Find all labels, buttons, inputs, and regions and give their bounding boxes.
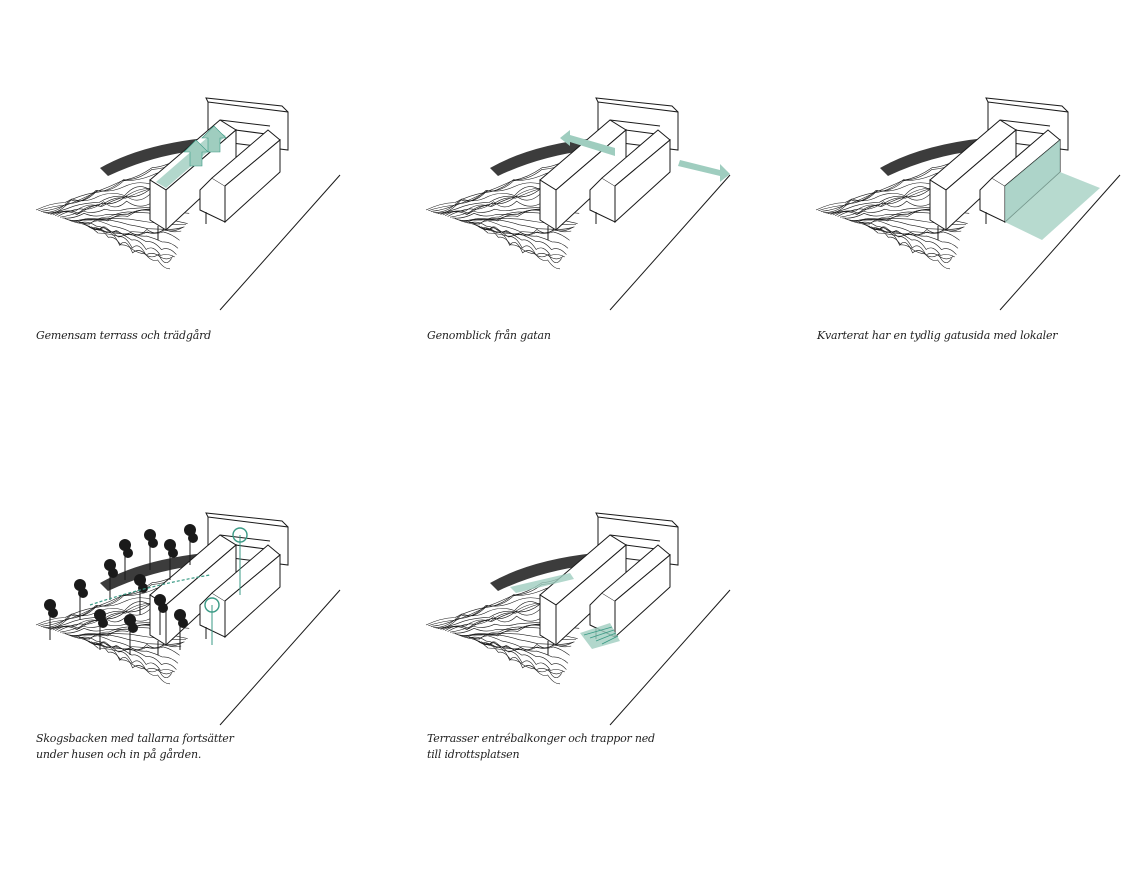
contour-line (473, 639, 569, 664)
diagram-panel-5 (420, 505, 760, 785)
contour-line (483, 226, 562, 263)
up-arrow-icon (201, 125, 227, 153)
contour-line (95, 642, 171, 685)
stair-step (601, 635, 619, 645)
contour-line (875, 227, 951, 270)
contour-line (83, 224, 179, 249)
contour-line (478, 640, 565, 673)
pine-tree-icon (78, 588, 88, 598)
highlight-street-side-plane (1005, 140, 1100, 240)
back-building-band (999, 119, 1051, 127)
terrain-ridge (880, 138, 985, 176)
contour-line (88, 640, 175, 673)
contour-line (863, 224, 959, 249)
pine-tree-icon (98, 618, 108, 628)
street-line (219, 174, 341, 311)
axonometric-diagram (815, 97, 1121, 311)
contour-line (473, 224, 569, 249)
contour-line (93, 226, 172, 263)
back-building-band (219, 534, 271, 542)
up-arrow-icon (183, 139, 209, 167)
diagram-panel-3 (810, 90, 1136, 370)
pine-tree-icon (188, 533, 198, 543)
contour-line (861, 223, 960, 241)
back-building-roof (205, 97, 289, 113)
stair-step (595, 632, 617, 642)
axonometric-diagram (35, 512, 341, 726)
contour-line (88, 225, 175, 258)
pine-tree-icon (48, 608, 58, 618)
diagram-caption-2: Genomblick från gatan (427, 329, 551, 342)
terrain-ridge (100, 553, 205, 591)
back-building-band (609, 119, 661, 127)
street-line (999, 174, 1121, 311)
contour-line (81, 638, 180, 656)
contour-highlight (89, 574, 211, 606)
terrain-contours (815, 138, 991, 270)
terrain-ridge (490, 553, 595, 591)
pine-tree-icon (178, 618, 188, 628)
diagram-panel-1 (30, 90, 370, 370)
highlight-view-arrows (560, 130, 730, 182)
pine-tree-icon (123, 548, 133, 558)
gable-house-side (614, 553, 671, 639)
pine-tree-icon (148, 538, 158, 548)
pine-tree-icon (108, 568, 118, 578)
contour-line (485, 227, 561, 270)
gable-house-side (614, 138, 671, 224)
back-building-band (609, 534, 661, 542)
building-blocks (539, 512, 679, 655)
street-line (219, 589, 341, 726)
contour-line (868, 225, 955, 258)
back-building-roof (985, 97, 1069, 113)
pine-tree-icon (168, 548, 178, 558)
building-blocks (149, 512, 289, 655)
street-facade (1005, 140, 1060, 222)
terrain-ridge (490, 138, 595, 176)
diagram-panel-4 (30, 505, 370, 785)
contour-line (81, 223, 180, 241)
terrace-path (510, 573, 574, 593)
street-line (609, 589, 731, 726)
terrain-contours (425, 553, 601, 685)
contour-line (95, 227, 171, 270)
contour-line (471, 223, 570, 241)
highlight-terrace-and-arrows (156, 125, 227, 188)
building-blocks (539, 97, 679, 240)
left-arrow-icon (560, 130, 615, 156)
highlight-terrace-stairs (510, 573, 620, 649)
right-arrow-icon (678, 160, 730, 182)
building-blocks (149, 97, 289, 240)
back-building-band (219, 119, 271, 127)
highlight-pine-trees (44, 524, 248, 655)
terrain-ridge (100, 138, 205, 176)
diagram-panel-2 (420, 90, 760, 370)
back-building-roof (595, 97, 679, 113)
diagram-caption-5: Terrasser entrébalkonger och trappor ned… (427, 732, 655, 761)
diagram-caption-1: Gemensam terrass och trädgård (36, 329, 211, 342)
back-building-roof (205, 512, 289, 528)
contour-line (471, 638, 570, 656)
diagram-caption-3: Kvarterat har en tydlig gatusida med lok… (817, 329, 1058, 342)
axonometric-diagram (425, 512, 731, 726)
stair-step (583, 626, 613, 636)
pine-tree-icon (138, 583, 148, 593)
contour-line (478, 225, 565, 258)
stair-step (589, 629, 615, 639)
back-building-roof (595, 512, 679, 528)
diagram-caption-4: Skogsbacken med tallarna fortsätter unde… (36, 732, 234, 761)
contour-line (485, 642, 561, 685)
gable-house-side (224, 553, 281, 639)
pine-tree-icon (128, 623, 138, 633)
contour-line (873, 226, 952, 263)
stairs-plane (580, 623, 620, 649)
axonometric-diagram (35, 97, 341, 311)
contour-line (93, 641, 172, 678)
contour-line (483, 641, 562, 678)
gable-house-side (224, 138, 281, 224)
street-plane (1005, 172, 1100, 240)
pine-tree-icon (158, 603, 168, 613)
street-line (609, 174, 731, 311)
axonometric-diagram (425, 97, 731, 311)
